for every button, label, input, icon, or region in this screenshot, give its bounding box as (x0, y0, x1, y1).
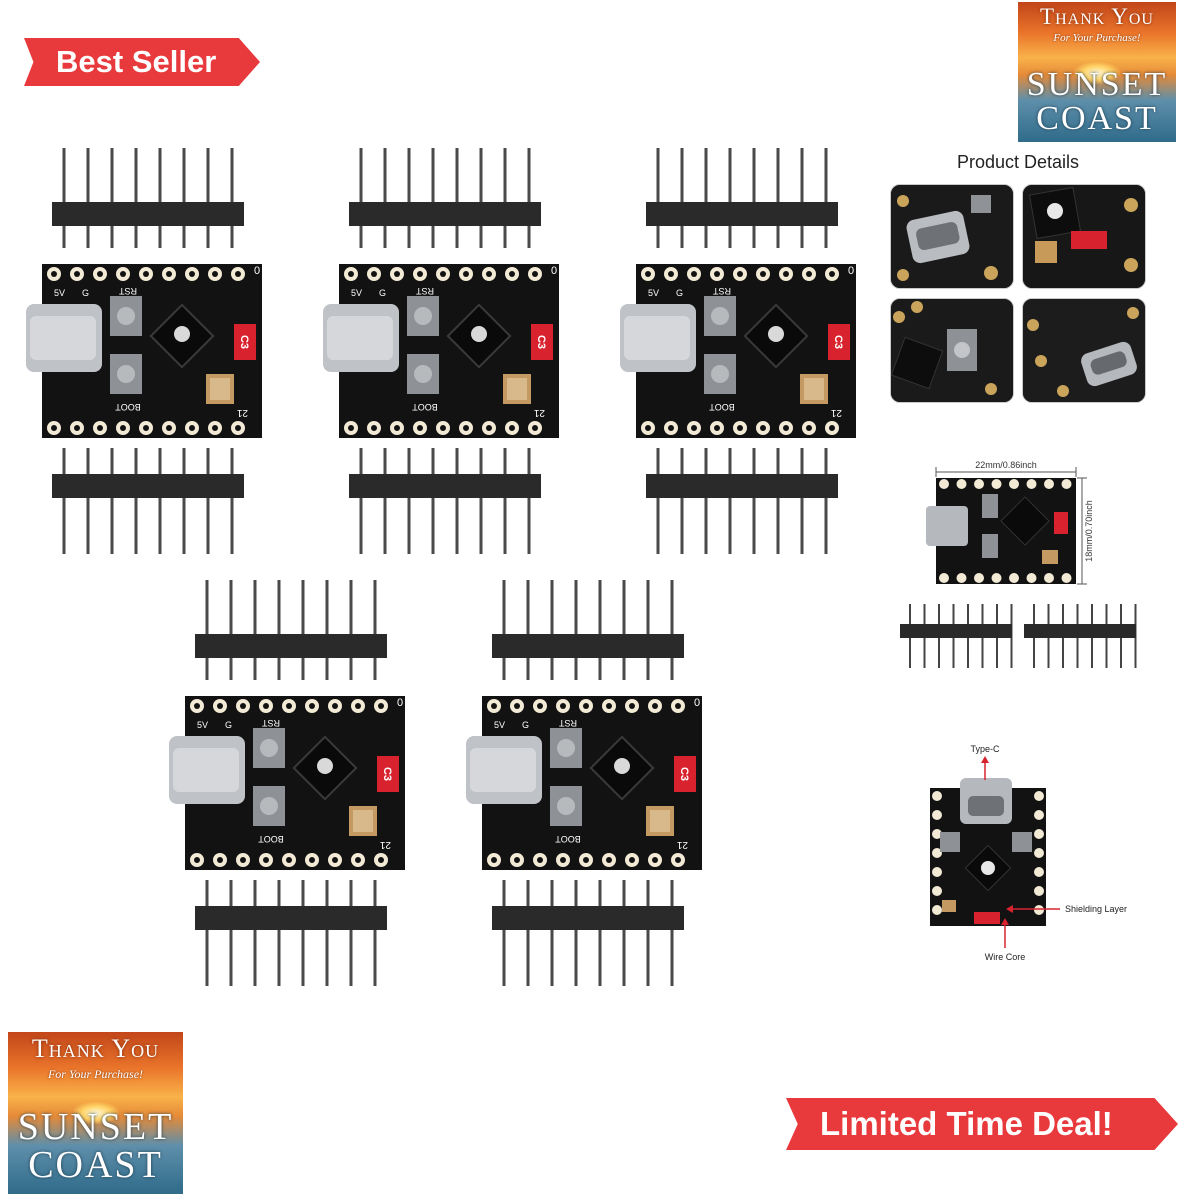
rst-label: RST (558, 718, 577, 728)
dimension-diagram: 22mm/0.86inch 18mm/0.70inch (900, 460, 1137, 668)
logo-purchase: For Your Purchase! (1053, 32, 1141, 44)
chip-label: C3 (832, 335, 844, 349)
vcc-label: 5V (648, 288, 659, 298)
chip-label: C3 (381, 767, 393, 781)
logo-thank-you: Thank You (31, 1034, 160, 1063)
annotated-board-diagram: Type-C Shielding Layer Wire Core (930, 744, 1127, 962)
pcb: C3 0 21 RST BOOT 5V G (26, 264, 262, 438)
bottom-pin-header (52, 448, 244, 554)
chip-label: C3 (535, 335, 547, 349)
sun-graphic (72, 1101, 119, 1124)
logo-thank-you: Thank You (1040, 4, 1154, 29)
best-seller-label: Best Seller (56, 44, 217, 79)
rst-label: RST (261, 718, 280, 728)
pin-headers (900, 604, 1137, 668)
wire-core-label: Wire Core (985, 952, 1026, 962)
type-c-label: Type-C (970, 744, 1000, 754)
pin-0-label: 0 (254, 265, 260, 277)
boot-label: BOOT (412, 402, 438, 412)
limited-deal-ribbon: Limited Time Deal! (786, 1098, 1178, 1150)
pin-0-label: 0 (551, 265, 557, 277)
pin-21-label: 21 (676, 839, 688, 850)
boot-label: BOOT (709, 402, 735, 412)
top-pin-header (646, 148, 838, 248)
rst-label: RST (415, 286, 434, 296)
top-pin-header (349, 148, 541, 248)
product-details-title: Product Details (956, 152, 1080, 172)
gnd-label: G (225, 720, 232, 730)
gnd-label: G (676, 288, 683, 298)
limited-deal-label: Limited Time Deal! (820, 1105, 1113, 1142)
detail-chip-thumbnail (1022, 184, 1146, 289)
shielding-label: Shielding Layer (1065, 904, 1127, 914)
pcb: C3 0 21 RST BOOT 5V G (323, 264, 559, 438)
top-pin-header (492, 580, 684, 680)
vcc-label: 5V (494, 720, 505, 730)
mini-board (926, 478, 1076, 584)
boot-label: BOOT (555, 834, 581, 844)
vcc-label: 5V (197, 720, 208, 730)
best-seller-ribbon: Best Seller (24, 38, 260, 86)
annotated-board (930, 778, 1046, 926)
esp32-c3-board: C3 0 21 RST BOOT 5V G (618, 148, 858, 556)
esp32-c3-board: C3 0 21 RST BOOT 5V G (24, 148, 264, 556)
logo-purchase: For Your Purchase! (47, 1067, 144, 1081)
bottom-pin-header (195, 880, 387, 986)
height-label: 18mm/0.70inch (1084, 500, 1094, 562)
pin-0-label: 0 (848, 265, 854, 277)
sun-graphic (1074, 62, 1120, 85)
pin-21-label: 21 (533, 407, 545, 418)
rst-label: RST (118, 286, 137, 296)
gnd-label: G (522, 720, 529, 730)
bottom-pin-header (492, 880, 684, 986)
top-pin-header (52, 148, 244, 248)
vcc-label: 5V (351, 288, 362, 298)
boot-label: BOOT (115, 402, 141, 412)
pcb: C3 0 21 RST BOOT 5V G (620, 264, 856, 438)
detail-back-thumbnail (1022, 298, 1146, 403)
rst-label: RST (712, 286, 731, 296)
gnd-label: G (379, 288, 386, 298)
boot-label: BOOT (258, 834, 284, 844)
detail-buttons-thumbnail (890, 298, 1014, 403)
width-label: 22mm/0.86inch (975, 460, 1037, 470)
esp32-c3-board: C3 0 21 RST BOOT 5V G (464, 580, 704, 988)
pcb: C3 0 21 RST BOOT 5V G (466, 696, 702, 870)
pin-0-label: 0 (694, 697, 700, 709)
esp32-c3-board: C3 0 21 RST BOOT 5V G (321, 148, 561, 556)
top-pin-header (195, 580, 387, 680)
bottom-pin-header (646, 448, 838, 554)
pin-21-label: 21 (830, 407, 842, 418)
esp32-c3-board: C3 0 21 RST BOOT 5V G (167, 580, 407, 988)
pcb: C3 0 21 RST BOOT 5V G (169, 696, 405, 870)
bottom-pin-header (349, 448, 541, 554)
vcc-label: 5V (54, 288, 65, 298)
gnd-label: G (82, 288, 89, 298)
chip-label: C3 (678, 767, 690, 781)
pin-21-label: 21 (236, 407, 248, 418)
chip-label: C3 (238, 335, 250, 349)
detail-usb-c-thumbnail (890, 184, 1014, 289)
pin-21-label: 21 (379, 839, 391, 850)
pin-0-label: 0 (397, 697, 403, 709)
